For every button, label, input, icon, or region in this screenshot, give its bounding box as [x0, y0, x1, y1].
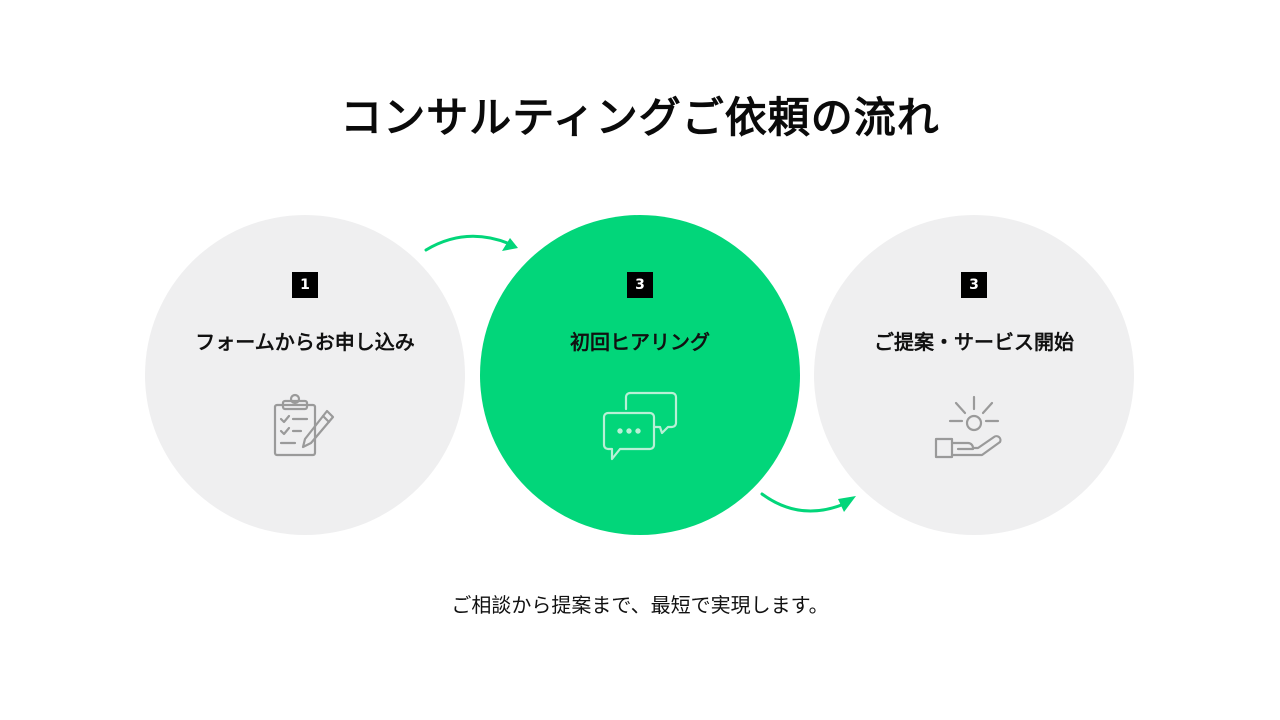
step-number-badge: 1 — [292, 272, 318, 298]
step-title: フォームからお申し込み — [195, 330, 415, 354]
hand-light-icon — [934, 395, 1002, 459]
step-circle-application: 1 フォームからお申し込み — [145, 215, 465, 535]
flow-arrow-1-to-2 — [424, 234, 518, 252]
step-circle-proposal: 3 ご提案・サービス開始 — [814, 215, 1134, 535]
step-circle-hearing: 3 初回ヒアリング — [480, 215, 800, 535]
chat-bubbles-icon — [602, 391, 678, 461]
step-title: ご提案・サービス開始 — [874, 330, 1074, 354]
clipboard-pen-icon — [273, 393, 335, 457]
page-title: コンサルティングご依頼の流れ — [340, 93, 940, 142]
footer-caption: ご相談から提案まで、最短で実現します。 — [451, 593, 829, 617]
step-number-badge: 3 — [627, 272, 653, 298]
flow-arrow-2-to-3 — [760, 492, 856, 513]
step-title: 初回ヒアリング — [570, 330, 710, 354]
step-number-badge: 3 — [961, 272, 987, 298]
